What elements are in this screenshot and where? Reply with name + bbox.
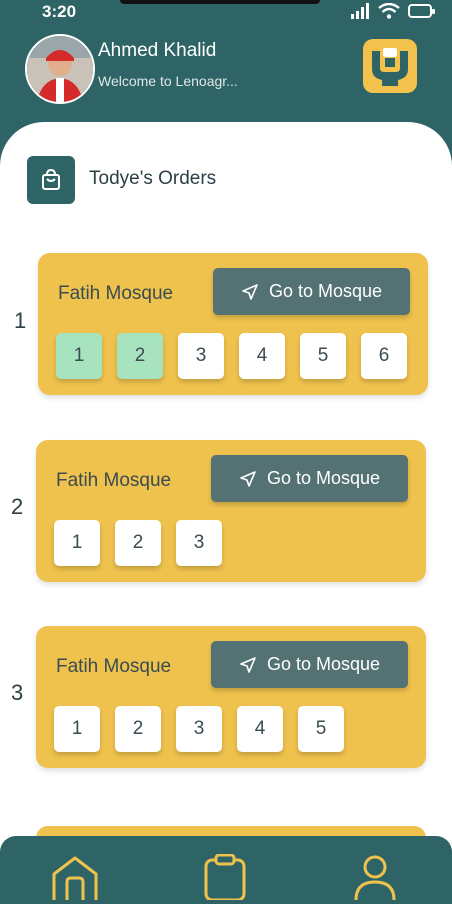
order-card: Fatih Mosque Go to Mosque 1 2 3 — [36, 440, 426, 582]
slot-list: 1 2 3 4 5 6 — [56, 333, 407, 379]
clipboard-icon — [204, 853, 246, 902]
main-panel: Todye's Orders 1 Fatih Mosque Go to Mosq… — [0, 122, 452, 862]
go-to-mosque-label: Go to Mosque — [268, 281, 383, 301]
mosque-name: Fatih Mosque — [56, 656, 172, 677]
slot-list: 1 2 3 4 5 — [54, 706, 344, 752]
slot-button[interactable]: 5 — [300, 333, 346, 379]
order-index: 2 — [11, 494, 24, 519]
go-to-mosque-label: Go to Mosque — [266, 654, 381, 674]
status-bar: 3:20 — [0, 0, 452, 26]
navigation-icon — [242, 283, 258, 300]
profile-icon — [354, 855, 396, 901]
slot-list: 1 2 3 — [54, 520, 222, 566]
nav-orders[interactable] — [202, 853, 248, 904]
avatar[interactable] — [25, 34, 95, 104]
go-to-mosque-button[interactable]: Go to Mosque — [211, 641, 408, 688]
welcome-text: Welcome to Lenoagr... — [98, 73, 238, 89]
slot-button[interactable]: 3 — [176, 706, 222, 752]
order-card: Fatih Mosque Go to Mosque 1 2 3 4 5 — [36, 626, 426, 768]
go-to-mosque-label: Go to Mosque — [266, 468, 381, 488]
bottom-nav — [0, 836, 452, 902]
orders-icon-box — [27, 156, 75, 204]
mosque-name: Fatih Mosque — [58, 283, 174, 304]
slot-button[interactable]: 3 — [176, 520, 222, 566]
notch — [120, 0, 320, 4]
slot-button[interactable]: 5 — [298, 706, 344, 752]
wifi-icon — [378, 3, 400, 19]
go-to-mosque-button[interactable]: Go to Mosque — [213, 268, 410, 315]
nav-home[interactable] — [50, 854, 100, 904]
section-title: Todye's Orders — [89, 168, 217, 189]
slot-button[interactable]: 2 — [117, 333, 163, 379]
status-icons — [350, 3, 436, 19]
order-index: 1 — [14, 308, 27, 333]
home-icon — [52, 856, 98, 900]
app-logo — [363, 39, 417, 93]
battery-icon — [408, 4, 435, 18]
signal-icon — [351, 3, 369, 19]
shopping-bag-icon — [42, 168, 60, 190]
header: Ahmed Khalid Welcome to Lenoagr... — [0, 26, 452, 126]
avatar-image — [27, 36, 93, 102]
slot-button[interactable]: 3 — [178, 333, 224, 379]
navigation-icon — [240, 656, 256, 673]
slot-button[interactable]: 1 — [56, 333, 102, 379]
slot-button[interactable]: 1 — [54, 706, 100, 752]
go-to-mosque-button[interactable]: Go to Mosque — [211, 455, 408, 502]
order-card: Fatih Mosque Go to Mosque 1 2 3 4 5 6 — [38, 253, 428, 395]
user-name: Ahmed Khalid — [98, 40, 217, 61]
order-index: 3 — [11, 680, 24, 705]
slot-button[interactable]: 2 — [115, 706, 161, 752]
navigation-icon — [240, 470, 256, 487]
slot-button[interactable]: 6 — [361, 333, 407, 379]
slot-button[interactable]: 2 — [115, 520, 161, 566]
slot-button[interactable]: 4 — [239, 333, 285, 379]
slot-button[interactable]: 1 — [54, 520, 100, 566]
mosque-name: Fatih Mosque — [56, 470, 172, 491]
slot-button[interactable]: 4 — [237, 706, 283, 752]
nav-profile[interactable] — [353, 854, 397, 904]
logo-icon — [372, 48, 408, 86]
status-time: 3:20 — [42, 2, 77, 21]
